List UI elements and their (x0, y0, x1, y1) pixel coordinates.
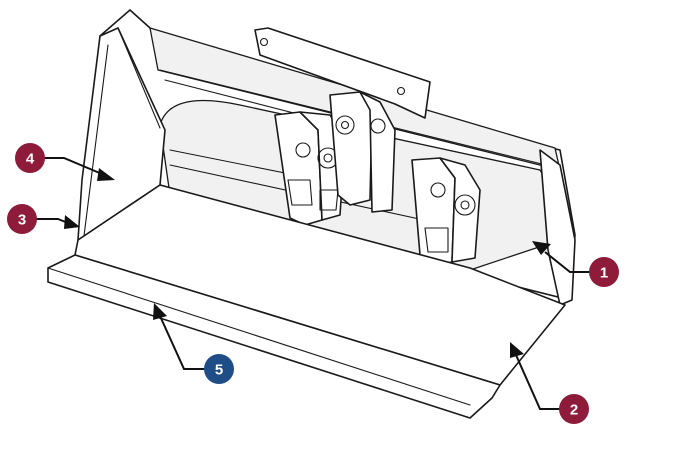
leader-line-2 (515, 354, 560, 410)
arrowhead-2 (510, 342, 524, 358)
callout-5-badge (204, 354, 234, 384)
callout-1-badge (589, 257, 619, 287)
arrowhead-4 (97, 168, 115, 181)
right-side-plate (539, 149, 576, 306)
leader-line-1 (544, 251, 590, 273)
callout-4: 4 (15, 143, 45, 173)
leader-line-3 (36, 218, 69, 224)
callout-2-label: 2 (570, 402, 578, 419)
arrowhead-5 (153, 303, 167, 320)
callout-3-badge (7, 204, 37, 234)
callout-3: 3 (7, 204, 37, 234)
hinge-bracket-right (411, 157, 481, 267)
leader-line-5 (159, 315, 205, 370)
callout-4-label: 4 (26, 151, 35, 168)
hinge-bracket-center (329, 91, 396, 213)
callout-3-label: 3 (18, 212, 26, 229)
callout-1-label: 1 (600, 265, 608, 282)
mounting-bracket-top (254, 27, 431, 119)
leader-line-4 (44, 157, 103, 175)
callout-2-badge (559, 394, 589, 424)
callout-5: 5 (204, 354, 234, 384)
callout-1: 1 (589, 257, 619, 287)
loader-bucket-illustration (47, 9, 576, 419)
leader-lines (36, 157, 590, 410)
arrowhead-3 (64, 215, 80, 229)
callout-5-label: 5 (215, 362, 223, 379)
callout-2: 2 (559, 394, 589, 424)
arrowhead-1 (532, 241, 551, 255)
callout-4-badge (15, 143, 45, 173)
